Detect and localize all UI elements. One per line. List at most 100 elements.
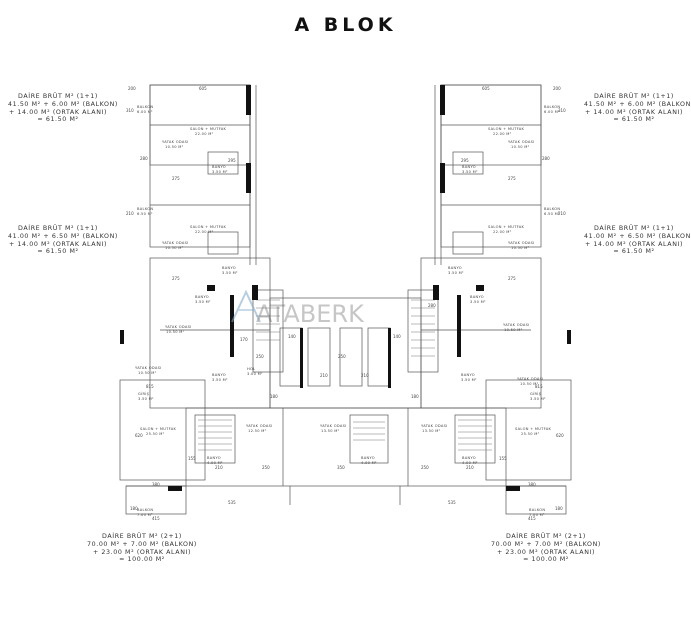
info-line: DAİRE BRÜT M² (1+1) (18, 225, 98, 232)
dimension: 155 (499, 456, 507, 461)
info-line: + 14.00 M² (ORTAK ALANI) (8, 240, 108, 248)
page-title: A BLOK (294, 14, 397, 36)
room-area: 3.50 M² (470, 300, 486, 304)
room-label: SALON + MUTFAK (488, 127, 525, 131)
dimension: 295 (228, 158, 236, 163)
dimension: 250 (262, 465, 270, 470)
room-area: 7.00 M² (137, 513, 153, 517)
dimension: 155 (188, 456, 196, 461)
dimension: 280 (140, 156, 148, 161)
dimension: 280 (428, 303, 436, 308)
info-line: + 14.00 M² (ORTAK ALANI) (8, 108, 108, 116)
info-block-top-left: DAİRE BRÜT M² (1+1) 41.50 M² + 6.00 M² (… (8, 93, 117, 124)
info-line: 41.00 M² + 6.50 M² (BALKON) (8, 232, 118, 240)
room-label: SALON + MUTFAK (515, 427, 552, 431)
info-block-bottom-left: DAİRE BRÜT M² (2+1) 70.00 M² + 7.00 M² (… (82, 533, 202, 564)
dimension: 605 (199, 86, 207, 91)
room-area: 6.50 M² (137, 212, 153, 216)
room-area: 3.50 M² (195, 300, 211, 304)
dimension: 535 (448, 500, 456, 505)
dimension-labels: 200 605 605 200 310 310 210 210 275 275 … (126, 86, 566, 521)
dimension: 180 (555, 506, 563, 511)
info-block-mid-left: DAİRE BRÜT M² (1+1) 41.00 M² + 6.50 M² (… (8, 225, 118, 256)
room-label: BALKON (544, 207, 560, 211)
room-label: BANYO (212, 165, 226, 169)
room-label: BANYO (212, 373, 226, 377)
room-area: 22.00 M² (493, 132, 512, 136)
info-line: 70.00 M² + 7.00 M² (BALKON) (87, 540, 197, 548)
info-line: DAİRE BRÜT M² (1+1) (594, 93, 674, 100)
room-area: 3.50 M² (530, 397, 546, 401)
room-label: BALKON (137, 207, 153, 211)
room-label: BANYO (462, 456, 476, 460)
dimension: 605 (482, 86, 490, 91)
dimension: 380 (528, 482, 536, 487)
room-label: BANYO (462, 165, 476, 169)
room-area: 22.00 M² (195, 132, 214, 136)
room-label: YATAK ODASI (503, 323, 530, 327)
room-label: GİRİŞ (138, 391, 150, 396)
room-area: 10.50 M² (165, 145, 184, 149)
room-area: 4.00 M² (462, 461, 478, 465)
dimension: 250 (338, 354, 346, 359)
room-labels: BALKON 6.00 M² SALON + MUTFAK 22.00 M² Y… (135, 105, 560, 517)
room-area: 3.00 M² (247, 372, 263, 376)
dimension: 275 (508, 176, 516, 181)
info-block-mid-right: DAİRE BRÜT M² (1+1) 41.00 M² + 6.50 M² (… (584, 225, 691, 256)
dimension: 295 (461, 158, 469, 163)
info-line: = 100.00 M² (119, 556, 165, 564)
room-label: BALKON (544, 105, 560, 109)
room-area: 3.50 M² (461, 378, 477, 382)
dimension: 200 (553, 86, 561, 91)
room-label: YATAK ODASI (517, 377, 544, 381)
room-area: 25.50 M² (521, 432, 540, 436)
stairs (198, 299, 492, 451)
room-label: BANYO (448, 266, 462, 270)
room-area: 3.50 M² (212, 170, 228, 174)
dimension: 620 (135, 433, 143, 438)
dimension: 210 (215, 465, 223, 470)
info-line: = 61.50 M² (37, 248, 79, 256)
room-area: 10.50 M² (520, 382, 539, 386)
info-line: 70.00 M² + 7.00 M² (BALKON) (491, 540, 601, 548)
room-label: BANYO (361, 456, 375, 460)
room-label: YATAK ODASI (135, 366, 162, 370)
info-line: = 61.50 M² (613, 248, 655, 256)
structural-walls (120, 85, 571, 491)
watermark-text: ATABERK (256, 300, 365, 328)
dimension: 140 (288, 334, 296, 339)
dimension: 210 (126, 211, 134, 216)
dimension: 180 (270, 394, 278, 399)
room-area: 3.50 M² (222, 271, 238, 275)
room-area: 13.50 M² (321, 429, 340, 433)
room-label: BANYO (195, 295, 209, 299)
room-area: 3.50 M² (212, 378, 228, 382)
dimension: 210 (361, 373, 369, 378)
dimension: 535 (228, 500, 236, 505)
room-label: SALON + MUTFAK (190, 127, 227, 131)
room-area: 3.50 M² (462, 170, 478, 174)
info-line: = 61.50 M² (37, 116, 79, 124)
dimension: 200 (128, 86, 136, 91)
info-line: 41.50 M² + 6.00 M² (BALKON) (584, 100, 691, 108)
info-block-top-right: DAİRE BRÜT M² (1+1) 41.50 M² + 6.00 M² (… (584, 93, 691, 124)
dimension: 380 (152, 482, 160, 487)
room-area: 22.00 M² (493, 230, 512, 234)
room-area: 12.50 M² (248, 429, 267, 433)
room-label: YATAK ODASI (508, 241, 535, 245)
room-area: 22.00 M² (195, 230, 214, 234)
dimension: 140 (393, 334, 401, 339)
room-label: SALON + MUTFAK (140, 427, 177, 431)
room-label: GİRİŞ (530, 391, 542, 396)
info-line: 41.00 M² + 6.50 M² (BALKON) (584, 232, 691, 240)
room-label: YATAK ODASI (508, 140, 535, 144)
dimension: 310 (126, 108, 134, 113)
dimension: 280 (542, 156, 550, 161)
room-area: 10.50 M² (165, 246, 184, 250)
room-area: 10.50 M² (511, 246, 530, 250)
room-label: HOL (247, 367, 255, 371)
room-label: BANYO (207, 456, 221, 460)
room-area: 6.00 M² (544, 110, 560, 114)
room-area: 13.50 M² (422, 429, 441, 433)
